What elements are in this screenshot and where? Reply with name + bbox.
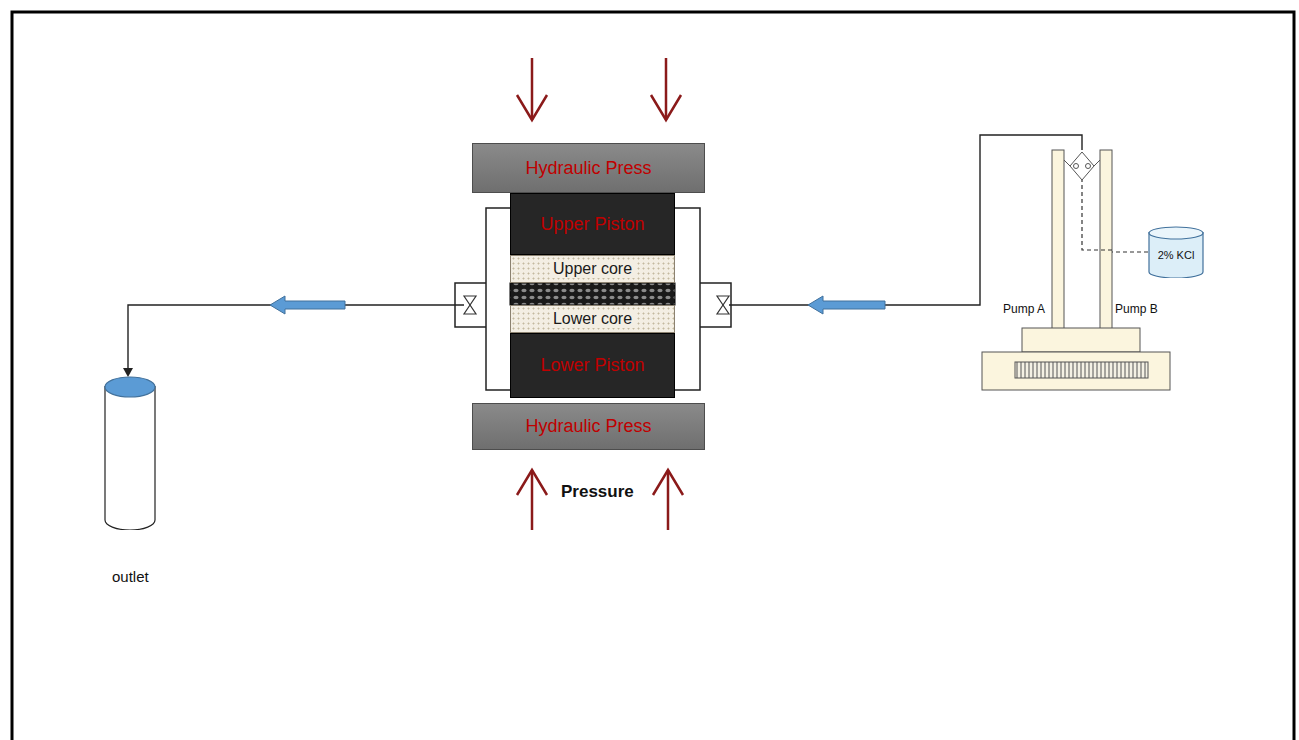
vessel-outline: [104, 376, 156, 530]
part-label: Lower core: [550, 310, 635, 328]
part-label: Hydraulic Press: [525, 158, 651, 179]
pump-tower: Pump APump B: [1052, 150, 1112, 330]
load-arrow: [665, 58, 668, 120]
valve-symbol: [717, 305, 729, 314]
housing-wall: [675, 208, 700, 390]
pump-base: [982, 352, 1170, 390]
suction-line: [1112, 251, 1148, 252]
page-frame: [12, 12, 1294, 740]
inlet-line: [729, 135, 1082, 305]
core-sample: Lower core: [510, 305, 675, 333]
flow-arrow-head: [123, 368, 133, 377]
part-label: Upper core: [550, 260, 635, 278]
suction-line: [1082, 180, 1112, 250]
pump-display: [1015, 362, 1148, 378]
pump-cylinder: [1052, 150, 1064, 330]
crossover-valve: [1070, 152, 1094, 180]
cylinder-top: [105, 377, 155, 397]
valve-port: [1086, 164, 1091, 169]
flow-arrow: [808, 296, 885, 314]
arrow-head: [517, 95, 547, 120]
load-arrow: [531, 58, 534, 120]
core-sample: Upper core: [510, 255, 675, 283]
arrow-head: [653, 470, 683, 495]
port-fitting: [700, 283, 731, 327]
outlet-vessel: outlet: [104, 376, 156, 530]
arrow-head: [651, 95, 681, 120]
valve-port: [1074, 164, 1079, 169]
pump-line: [1064, 160, 1070, 166]
housing-wall: [486, 208, 510, 390]
part-label: 2% KCl: [1158, 249, 1195, 262]
outlet-line: [128, 305, 464, 370]
pump-cylinder: [1100, 150, 1112, 330]
load-arrow: [531, 470, 534, 530]
part-label: Upper Piston: [540, 214, 644, 235]
pump-line: [1094, 160, 1100, 166]
valve-symbol: [717, 296, 729, 305]
valve-symbol: [464, 305, 476, 314]
hydraulic-press: Hydraulic Press: [472, 143, 705, 193]
pump-unit: [982, 150, 1170, 390]
load-label: Pressure: [561, 482, 634, 502]
flow-arrow: [270, 296, 345, 314]
hydraulic-press: Hydraulic Press: [472, 403, 705, 450]
valve-symbol: [464, 296, 476, 305]
load-arrow: [667, 470, 670, 530]
arrow-head: [517, 470, 547, 495]
part-label: Lower Piston: [540, 355, 644, 376]
fracture-proppant-layer: [510, 283, 675, 305]
piston-block: Lower Piston: [510, 333, 675, 398]
cylinder-body: [105, 386, 155, 530]
pump-base: [1022, 328, 1140, 352]
piston-block: Upper Piston: [510, 193, 675, 255]
part-label: Hydraulic Press: [525, 416, 651, 437]
part-label: outlet: [112, 568, 149, 585]
pump-label: Pump A: [1003, 303, 1045, 317]
brine-reservoir: 2% KCl: [1148, 226, 1204, 278]
cylinder-top: [1149, 227, 1203, 239]
pump-label: Pump B: [1115, 303, 1158, 317]
